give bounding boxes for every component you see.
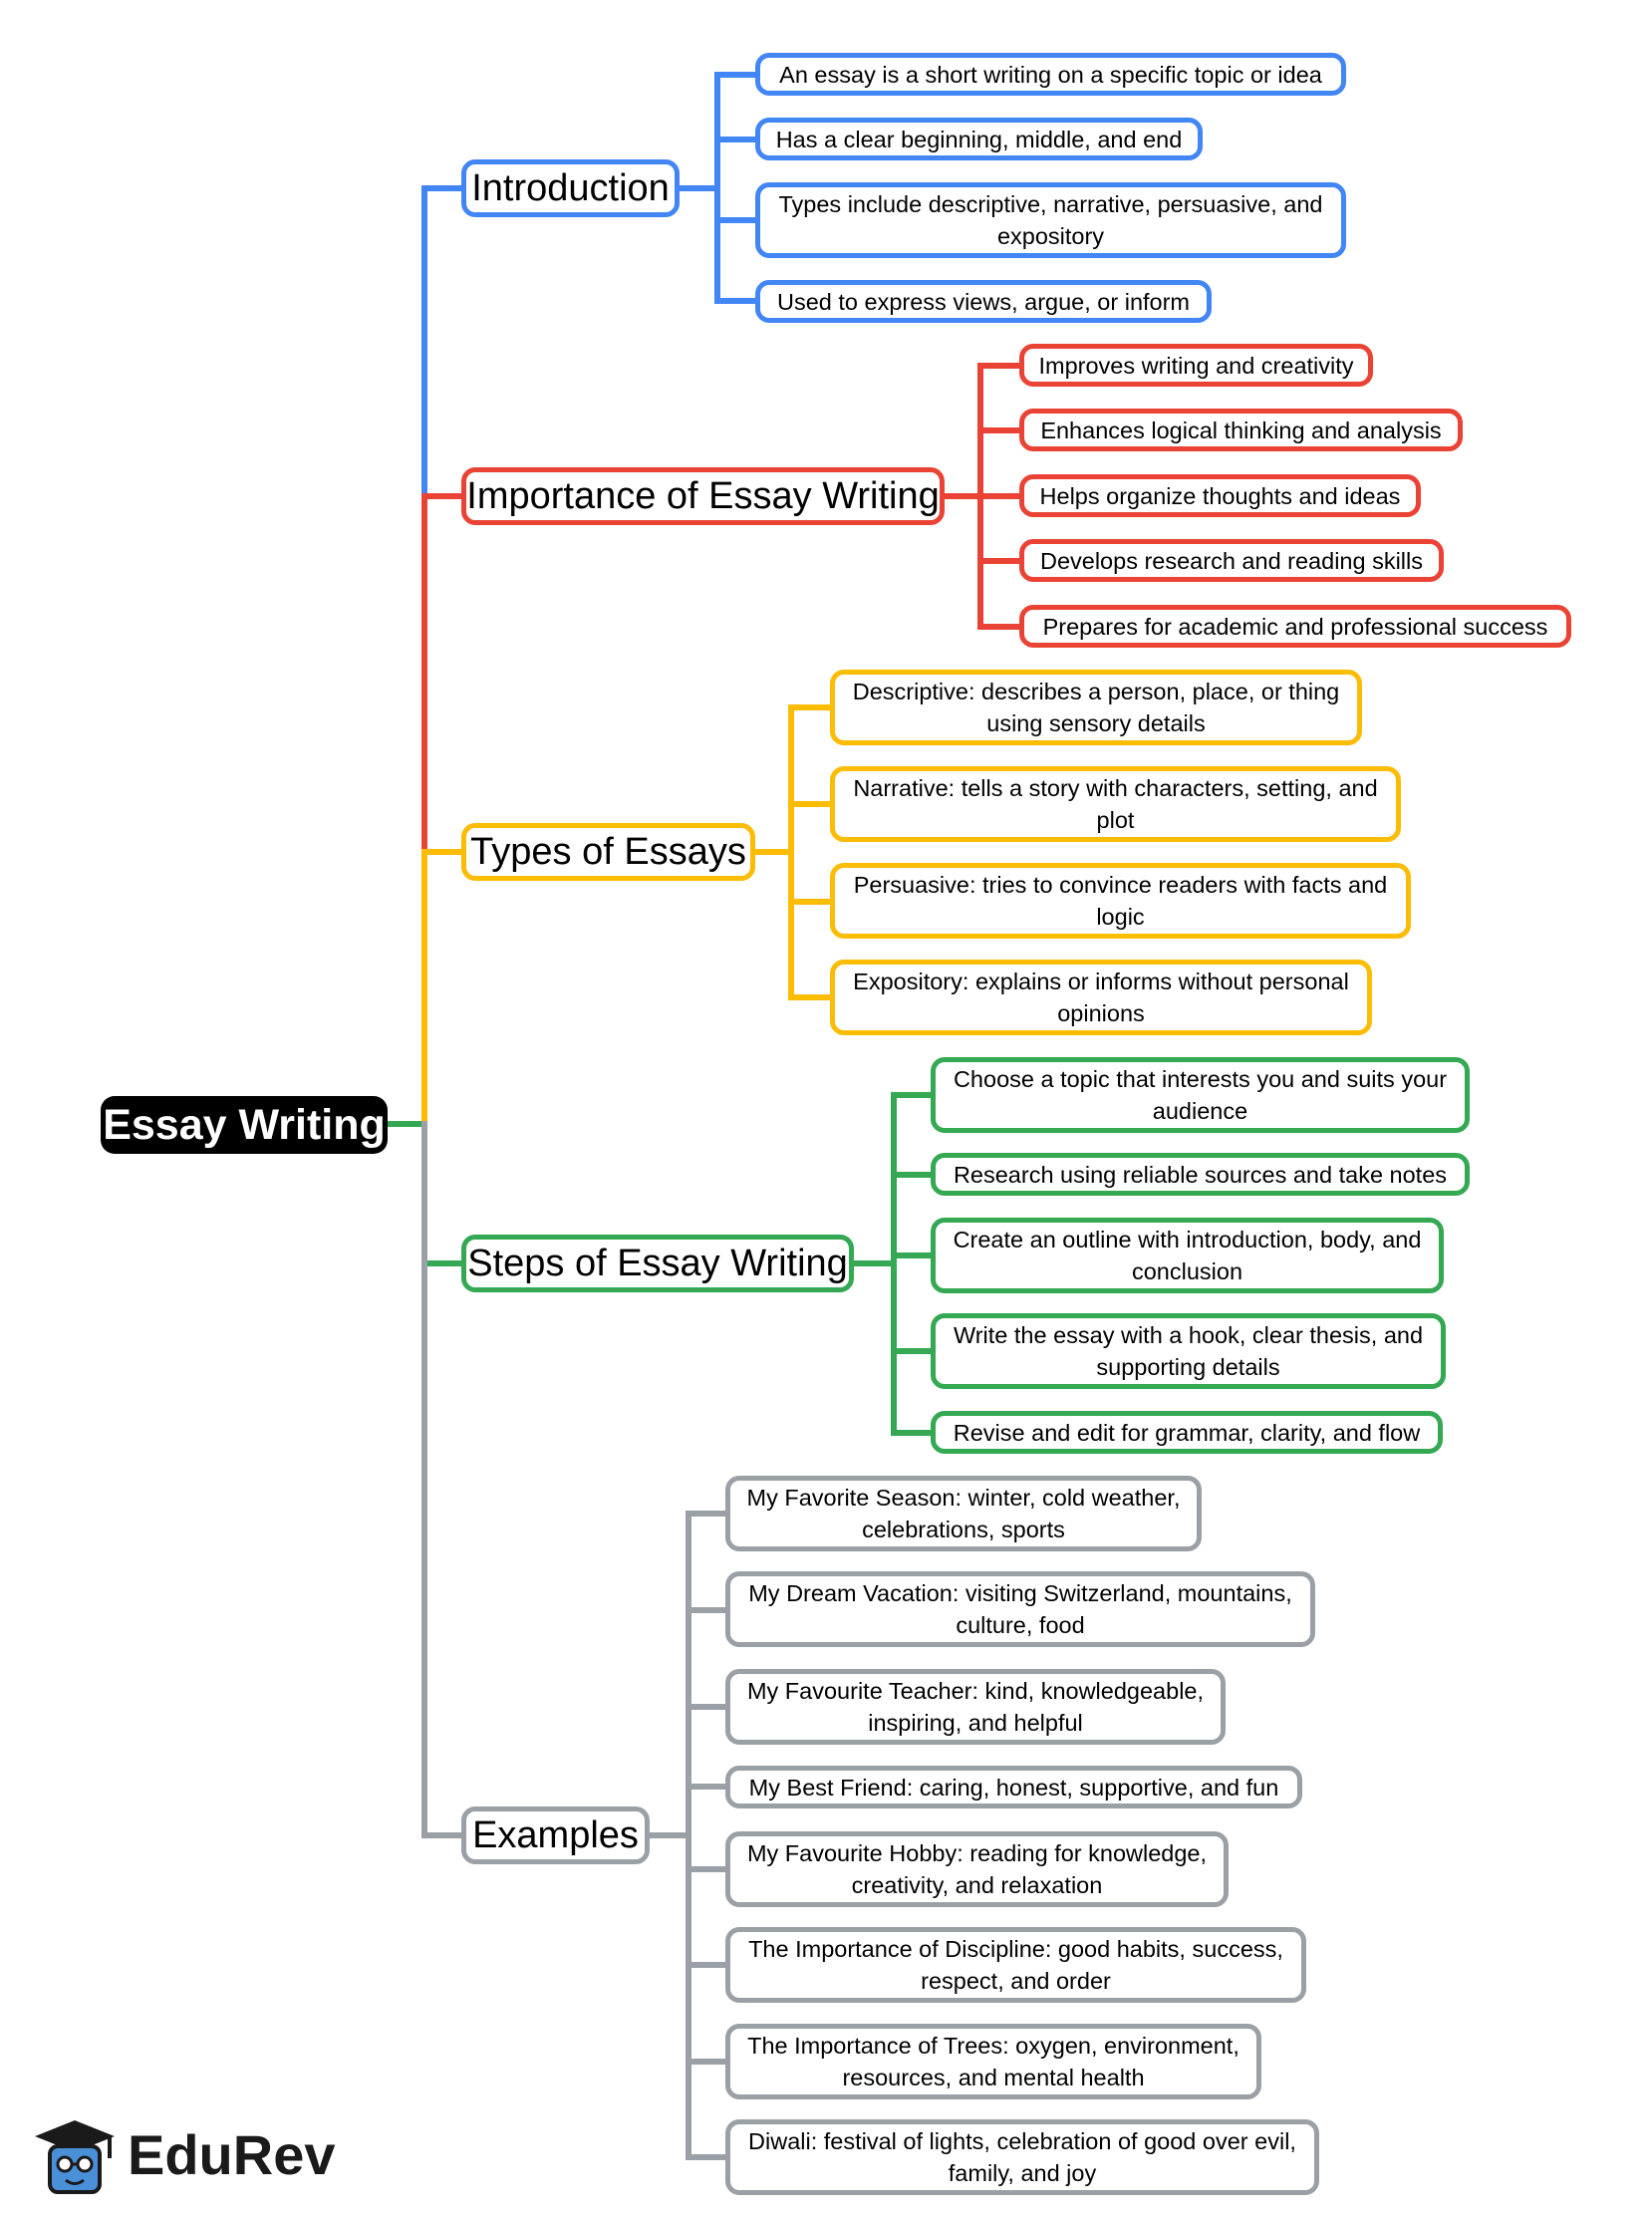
examples-item: My Best Friend: caring, honest, supporti… — [725, 1766, 1302, 1808]
branch-types: Types of Essays — [461, 823, 755, 881]
importance-item: Develops research and reading skills — [1019, 539, 1444, 582]
importance-item: Helps organize thoughts and ideas — [1019, 474, 1421, 517]
steps-item: Choose a topic that interests you and su… — [931, 1057, 1470, 1133]
root-node: Essay Writing — [101, 1096, 388, 1154]
examples-item: My Favorite Season: winter, cold weather… — [725, 1476, 1202, 1551]
steps-item: Create an outline with introduction, bod… — [931, 1218, 1444, 1293]
branch-introduction: Introduction — [461, 159, 680, 217]
introduction-item: Used to express views, argue, or inform — [755, 280, 1212, 323]
examples-item: My Dream Vacation: visiting Switzerland,… — [725, 1571, 1315, 1647]
types-item: Expository: explains or informs without … — [830, 960, 1372, 1035]
examples-item: Diwali: festival of lights, celebration … — [725, 2119, 1319, 2195]
branch-steps: Steps of Essay Writing — [461, 1235, 854, 1292]
introduction-item: An essay is a short writing on a specifi… — [755, 53, 1346, 96]
steps-item: Write the essay with a hook, clear thesi… — [931, 1313, 1446, 1389]
introduction-item: Has a clear beginning, middle, and end — [755, 118, 1203, 160]
importance-item: Enhances logical thinking and analysis — [1019, 409, 1463, 451]
importance-item: Prepares for academic and professional s… — [1019, 605, 1571, 648]
branch-examples: Examples — [461, 1806, 650, 1864]
edurev-logo: EduRev — [30, 2112, 336, 2202]
importance-item: Improves writing and creativity — [1019, 344, 1373, 387]
introduction-item: Types include descriptive, narrative, pe… — [755, 182, 1346, 258]
examples-item: The Importance of Trees: oxygen, environ… — [725, 2024, 1261, 2099]
steps-item: Revise and edit for grammar, clarity, an… — [931, 1411, 1443, 1454]
graduation-cap-student-icon — [35, 2120, 115, 2194]
types-item: Persuasive: tries to convince readers wi… — [830, 863, 1411, 939]
types-item: Descriptive: describes a person, place, … — [830, 670, 1362, 745]
logo-text: EduRev — [128, 2123, 336, 2186]
examples-item: My Favourite Hobby: reading for knowledg… — [725, 1831, 1229, 1907]
steps-item: Research using reliable sources and take… — [931, 1153, 1470, 1196]
types-item: Narrative: tells a story with characters… — [830, 766, 1401, 842]
examples-item: The Importance of Discipline: good habit… — [725, 1927, 1306, 2003]
branch-importance: Importance of Essay Writing — [461, 467, 945, 525]
examples-item: My Favourite Teacher: kind, knowledgeabl… — [725, 1669, 1226, 1745]
